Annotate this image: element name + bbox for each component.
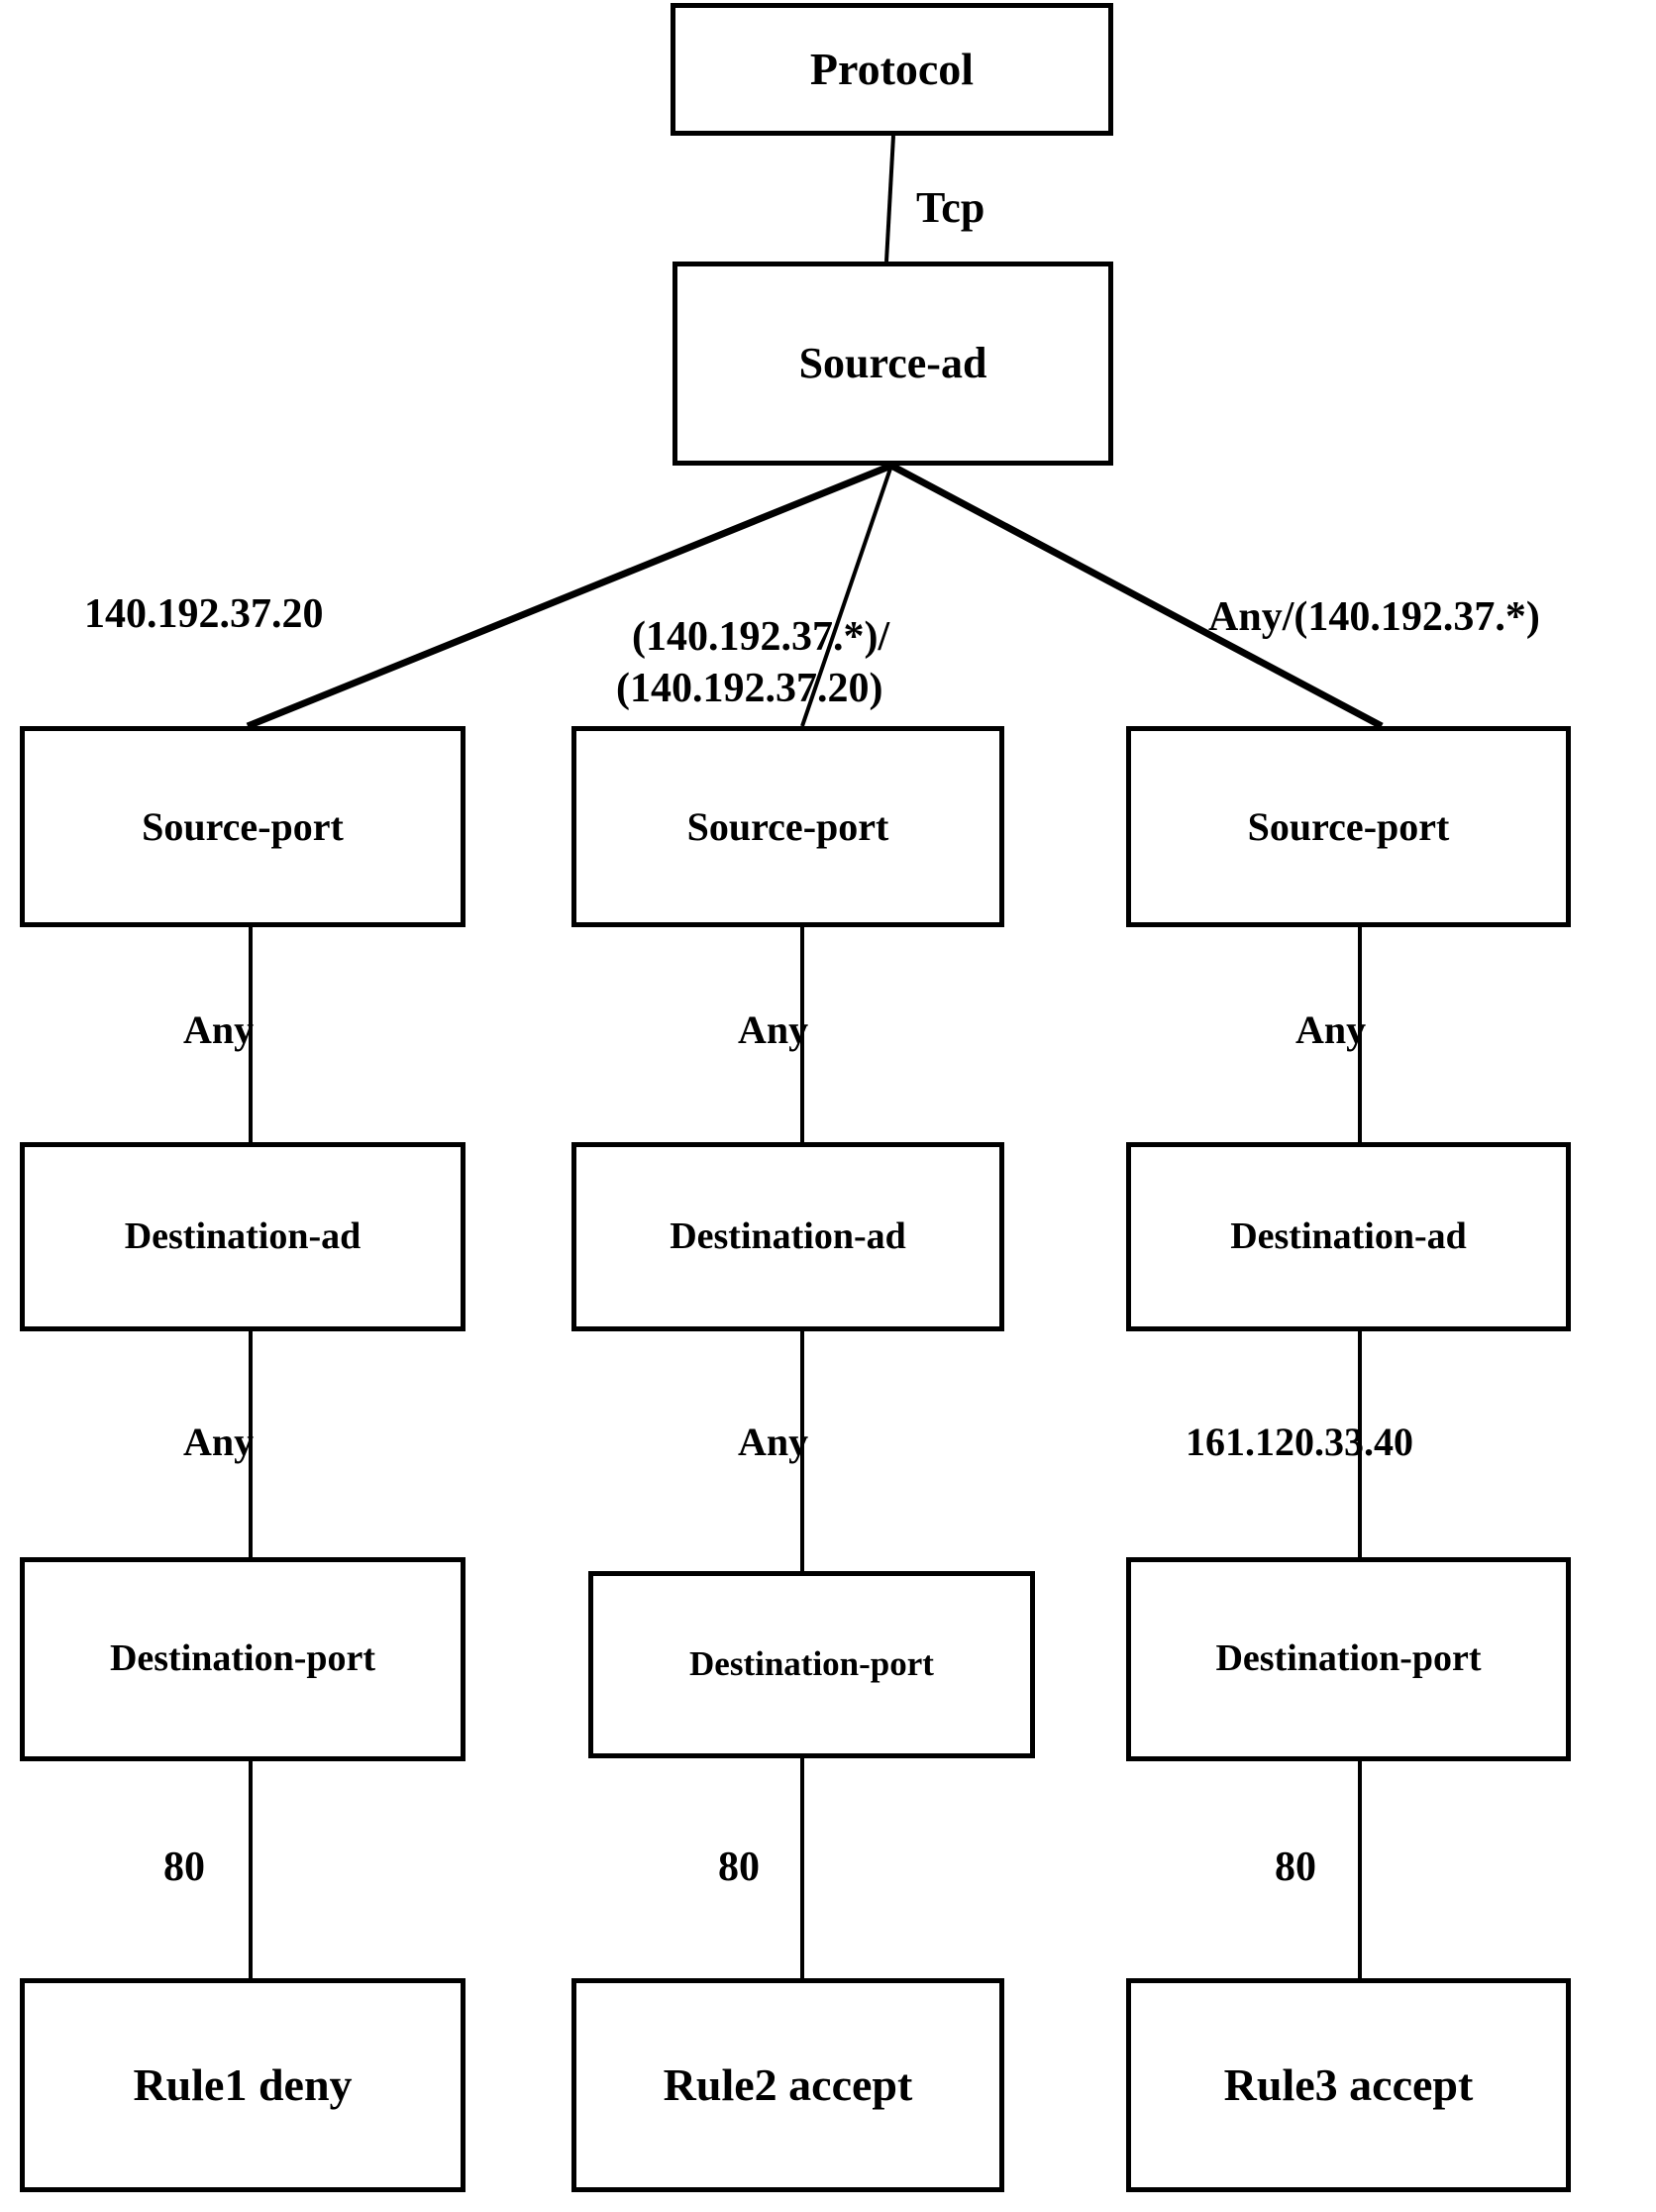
node-col2-destination-ad[interactable]: Destination-ad (571, 1142, 1004, 1331)
edge-label-col3-dport-to-rule: 80 (1275, 1844, 1316, 1890)
node-col3-destination-port[interactable]: Destination-port (1126, 1557, 1571, 1761)
edge-label-col2-dport-to-rule: 80 (718, 1844, 760, 1890)
edge-label-source-ad-to-col2-line1: (140.192.37.*)/ (632, 614, 890, 660)
edge-label-source-ad-to-col1: 140.192.37.20 (84, 591, 324, 637)
edge-label-source-ad-to-col3: Any/(140.192.37.*) (1208, 594, 1540, 640)
node-col2-destination-port[interactable]: Destination-port (588, 1571, 1035, 1758)
node-col3-destination-ad[interactable]: Destination-ad (1126, 1142, 1571, 1331)
node-col1-source-port-label: Source-port (142, 803, 344, 849)
node-protocol[interactable]: Protocol (671, 3, 1113, 136)
edge-label-protocol-to-source-ad: Tcp (916, 183, 985, 232)
node-col2-rule-label: Rule2 accept (663, 2058, 913, 2110)
node-col1-destination-port-label: Destination-port (109, 1637, 376, 1680)
node-col1-destination-port[interactable]: Destination-port (20, 1557, 466, 1761)
edge-label-col2-dad-to-dport: Any (738, 1420, 809, 1464)
node-col2-source-port-label: Source-port (686, 803, 889, 849)
node-col3-destination-ad-label: Destination-ad (1230, 1214, 1467, 1257)
node-col2-source-port[interactable]: Source-port (571, 726, 1004, 927)
edge-label-col3-dad-to-dport: 161.120.33.40 (1186, 1420, 1413, 1464)
node-col1-destination-ad[interactable]: Destination-ad (20, 1142, 466, 1331)
node-col1-rule-label: Rule1 deny (133, 2058, 353, 2110)
node-source-ad-label: Source-ad (798, 338, 987, 387)
node-col1-rule[interactable]: Rule1 deny (20, 1978, 466, 2192)
node-col2-destination-ad-label: Destination-ad (670, 1214, 906, 1257)
edge-label-col1-dad-to-dport: Any (183, 1420, 255, 1464)
node-protocol-label: Protocol (809, 43, 975, 94)
edge-protocol-to-source-ad (884, 135, 895, 263)
edge-label-col1-dport-to-rule: 80 (163, 1844, 205, 1890)
node-col2-rule[interactable]: Rule2 accept (571, 1978, 1004, 2192)
node-col3-rule[interactable]: Rule3 accept (1126, 1978, 1571, 2192)
node-col1-source-port[interactable]: Source-port (20, 726, 466, 927)
node-col2-destination-port-label: Destination-port (689, 1644, 934, 1684)
node-col3-source-port[interactable]: Source-port (1126, 726, 1571, 927)
node-col1-destination-ad-label: Destination-ad (124, 1214, 362, 1257)
edge-label-col2-sport-to-dad: Any (738, 1007, 809, 1052)
node-col3-destination-port-label: Destination-port (1215, 1637, 1482, 1680)
node-col3-source-port-label: Source-port (1247, 803, 1450, 849)
node-col3-rule-label: Rule3 accept (1223, 2058, 1474, 2110)
edge-label-source-ad-to-col2-line2: (140.192.37.20) (616, 666, 883, 711)
node-source-ad[interactable]: Source-ad (673, 262, 1113, 466)
edge-label-col3-sport-to-dad: Any (1295, 1007, 1367, 1052)
edge-label-col1-sport-to-dad: Any (183, 1007, 255, 1052)
